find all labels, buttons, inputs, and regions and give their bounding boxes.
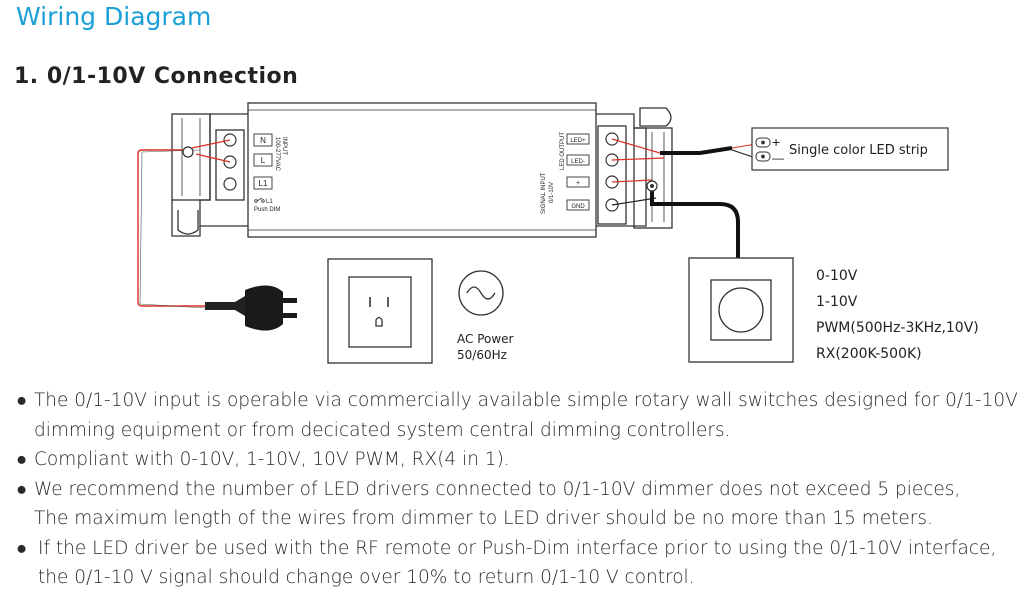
ac-frequency-label: 50/60Hz	[457, 348, 507, 362]
note-1-line-2: dimming equipment or from decicated syst…	[34, 419, 731, 441]
note-3: ● We recommend the number of LED drivers…	[14, 475, 1014, 534]
dimmer-cable	[650, 188, 740, 258]
led-strip-label: Single color LED strip	[789, 143, 928, 158]
terminal-led-plus-label: LED+	[570, 138, 586, 144]
driver-left-cap	[199, 113, 248, 227]
dimmer-mode-1-10v: 1-10V	[816, 294, 858, 310]
input-label: INPUT	[281, 137, 287, 155]
note-2: ● Compliant with 0-10V, 1-10V, 10V PWM, …	[14, 445, 1014, 475]
signal-input-label: SIGNAL INPUT	[541, 172, 547, 214]
note-2-line-1: Compliant with 0-10V, 1-10V, 10V PWM, RX…	[34, 449, 510, 470]
bullet-icon: ●	[16, 478, 28, 500]
bullet-icon: ●	[16, 390, 28, 411]
push-dim-l1: L1	[266, 199, 273, 205]
input-voltage-label: 100-277VAC	[274, 137, 280, 172]
dimmer-mode-0-10v: 0-10V	[816, 268, 858, 284]
ac-cable	[137, 149, 205, 307]
wall-outlet-icon	[327, 258, 433, 364]
led-strip-plus: +	[772, 134, 780, 150]
terminal-led-minus-label: LED-	[571, 159, 585, 165]
notes-list: ● The 0/1-10V input is operable via comm…	[14, 386, 1018, 593]
terminal-plus-label: +	[576, 180, 580, 187]
terminal-n-label: N	[260, 136, 266, 145]
led-strip-minus: —	[772, 151, 784, 165]
bullet-icon: ●	[16, 537, 28, 559]
power-plug-icon	[205, 285, 297, 331]
led-cable	[660, 146, 733, 155]
led-strip-box	[751, 127, 949, 171]
bullet-icon: ●	[16, 449, 28, 470]
push-switch-icon	[254, 197, 265, 203]
note-4: ● If the LED driver be used with the RF …	[14, 534, 1014, 593]
terminal-l1-label: L1	[259, 179, 268, 188]
dimmer-mode-rx: RX(200K-500K)	[816, 346, 922, 362]
dimmer-mode-pwm: PWM(500Hz-3KHz,10V)	[816, 320, 979, 336]
driver-body	[247, 102, 597, 238]
ac-power-label: AC Power	[457, 332, 514, 346]
signal-range-label: 0/1-10V	[549, 182, 555, 203]
wiring-diagram: N L L1 LED+ LED- + GND INPUT 100-277VAC …	[137, 102, 979, 364]
page-title: Wiring Diagram	[16, 2, 212, 31]
terminal-gnd-label: GND	[571, 204, 585, 210]
led-output-label: LED OUTPUT	[560, 132, 566, 170]
note-4-line-2: the 0/1-10 V signal should change over 1…	[38, 567, 695, 588]
ac-power-icon	[458, 270, 504, 316]
push-dim-label: Push DIM	[254, 207, 280, 213]
note-3-line-2: The maximum length of the wires from dim…	[34, 508, 933, 529]
note-3-line-1: We recommend the number of LED drivers c…	[34, 478, 961, 500]
terminal-l-label: L	[261, 156, 266, 165]
note-1: ● The 0/1-10V input is operable via comm…	[14, 386, 1018, 445]
dimmer-switch	[688, 257, 794, 363]
led-strip-terminals-icon	[755, 137, 771, 162]
driver-right-cap	[596, 113, 647, 227]
note-1-line-1: The 0/1-10V input is operable via commer…	[34, 390, 1018, 411]
section-title: 1. 0/1-10V Connection	[14, 64, 299, 89]
note-4-line-1: If the LED driver be used with the RF re…	[38, 537, 997, 559]
